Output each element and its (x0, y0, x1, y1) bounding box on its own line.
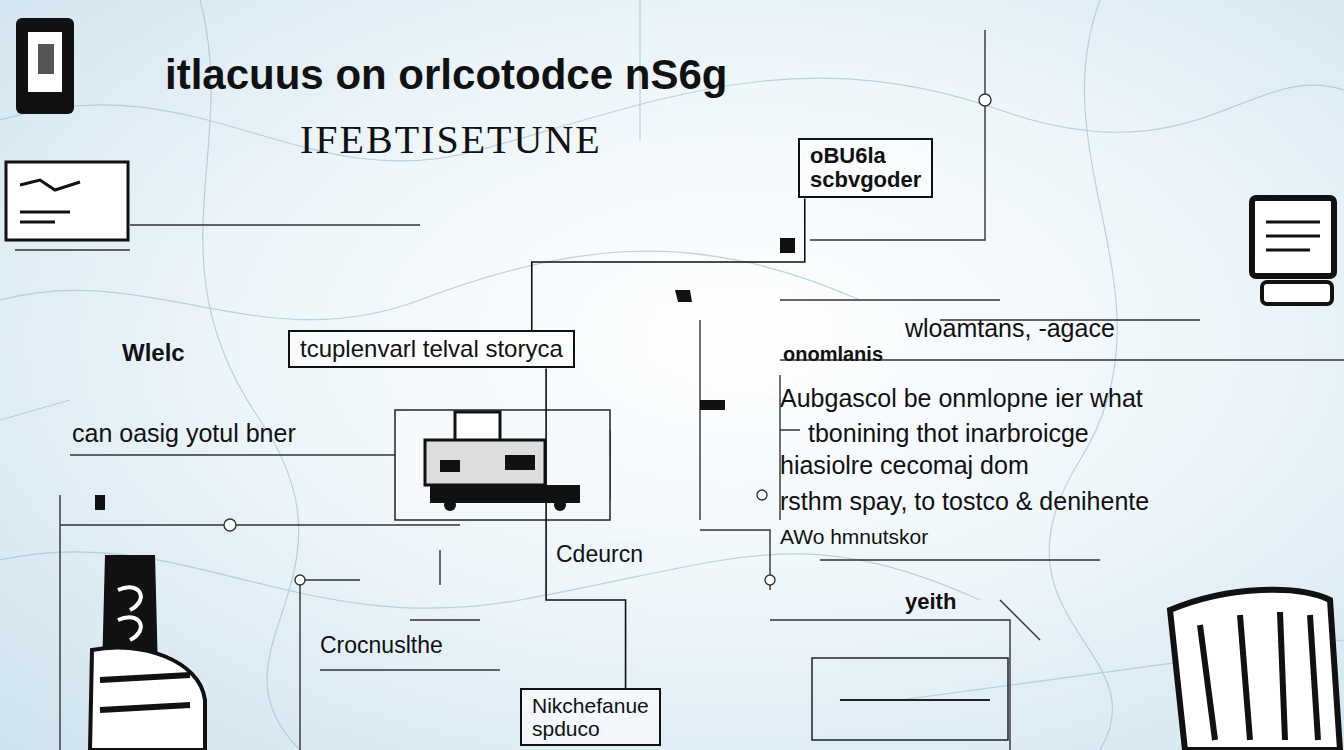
label-text: rsthm spay, to tostco & denihente (780, 488, 1149, 516)
node-text: oBU6la (810, 144, 921, 168)
label-text: Wlelc (122, 340, 185, 366)
blank-panel (812, 658, 1008, 740)
connector (532, 198, 805, 330)
node-text: tcuplenvarl telval storyca (300, 336, 563, 362)
label-text: wloamtans, -agace (905, 315, 1115, 343)
hand-book-icon (90, 555, 205, 750)
label-text: tbonining thot inarbroicge (808, 420, 1089, 448)
process-box: Nikchefanuespduco (520, 688, 661, 746)
node-text: scbvgoder (810, 168, 921, 192)
label-text: hiasiolre cecomaj dom (780, 452, 1029, 480)
label-text: IFEBTISETUNE (300, 118, 602, 162)
label-text: onomlanis (783, 343, 883, 365)
machine-picture (395, 410, 610, 520)
screen-panel (6, 162, 128, 240)
title: itlacuus on orlcotodce nS6g (165, 52, 727, 98)
label-text: yeith (905, 590, 956, 614)
label-text: Cdeurcn (553, 542, 646, 567)
monitor-icon (1252, 198, 1334, 304)
label-text: can oasig yotul bner (72, 420, 296, 448)
file-stack-icon (1170, 590, 1340, 750)
panel-line (840, 699, 990, 701)
process-box: oBU6lascbvgoder (798, 138, 933, 198)
device-icon (16, 18, 74, 114)
label-text: AWo hmnutskor (780, 525, 928, 548)
label-text: Crocnuslthe (320, 633, 443, 658)
label-text: Aubgascol be onmlopne ier what (780, 385, 1143, 413)
node-text: Nikchefanue (532, 694, 649, 717)
process-box: tcuplenvarl telval storyca (288, 330, 575, 368)
node-text: spduco (532, 717, 649, 740)
connector (546, 368, 625, 688)
